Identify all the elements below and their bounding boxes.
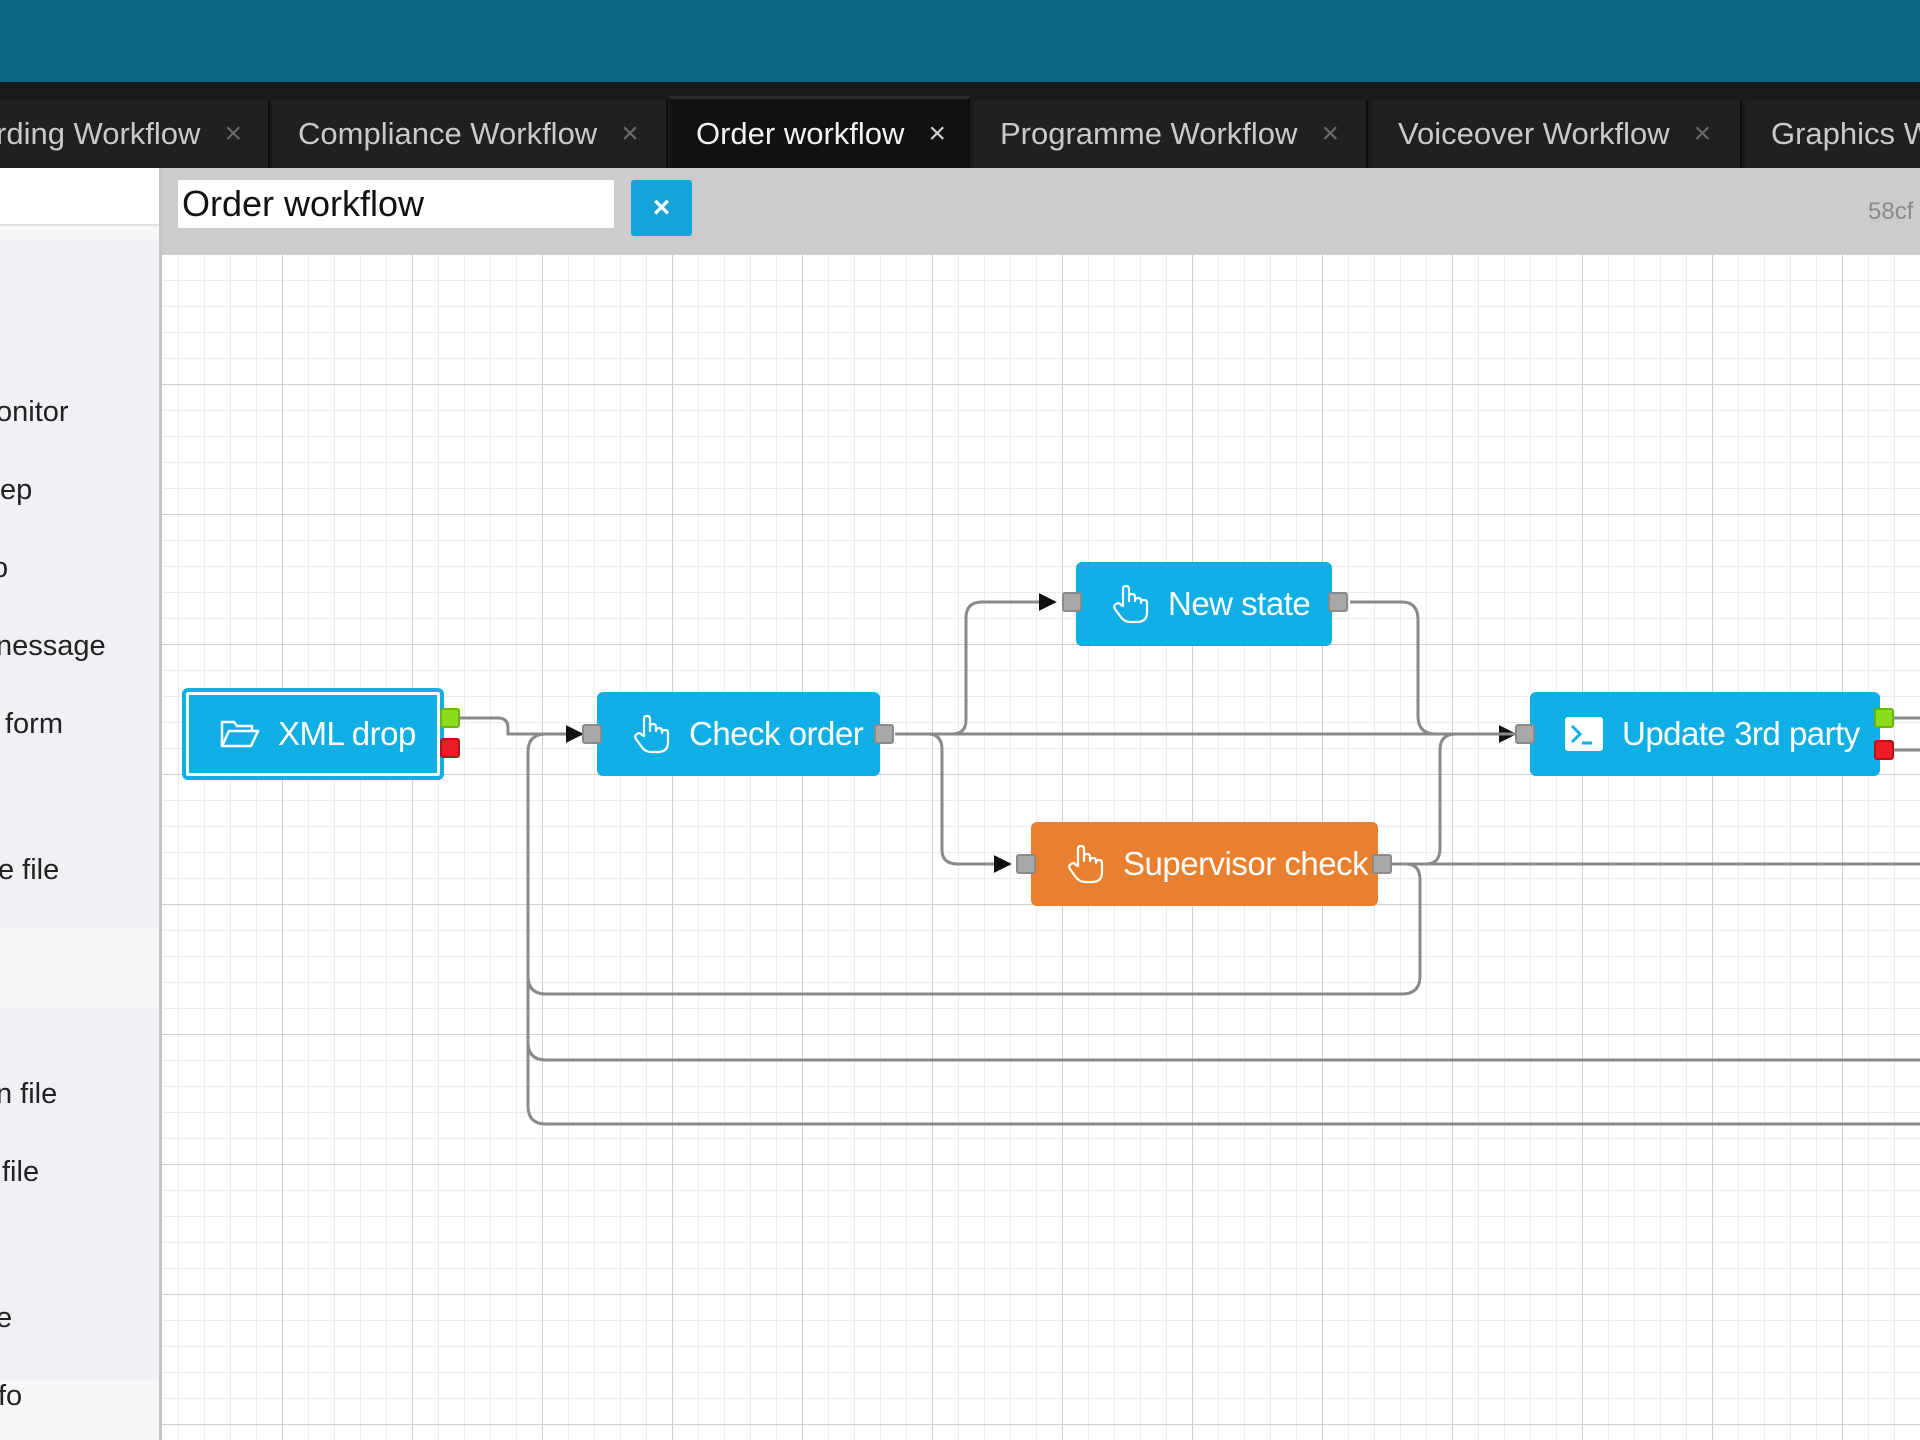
tab-graphics-workflow[interactable]: Graphics W xyxy=(1745,100,1920,168)
palette-group xyxy=(0,240,159,928)
hand-pointer-icon xyxy=(634,714,670,754)
app-header-bar xyxy=(0,0,1920,84)
node-supervisor-check[interactable]: Supervisor check xyxy=(1031,822,1378,906)
close-tab-icon[interactable]: × xyxy=(621,117,639,150)
hand-pointer-icon xyxy=(1068,844,1104,884)
palette-item[interactable]: e xyxy=(0,1302,159,1342)
node-palette-sidebar: tep onitor ep o nessage form e file n fi… xyxy=(0,168,162,1440)
input-port[interactable] xyxy=(1515,724,1535,744)
folder-open-icon xyxy=(220,720,260,748)
workflow-tab-bar: rding Workflow × Compliance Workflow × O… xyxy=(0,82,1920,168)
node-xml-drop[interactable]: XML drop xyxy=(182,688,444,780)
tab-label: Graphics W xyxy=(1771,116,1920,151)
tab-order-workflow[interactable]: Order workflow × xyxy=(670,96,970,168)
node-new-state[interactable]: New state xyxy=(1076,562,1332,646)
close-tab-icon[interactable]: × xyxy=(224,117,242,150)
hand-pointer-icon xyxy=(1113,584,1149,624)
tab-voiceover-workflow[interactable]: Voiceover Workflow × xyxy=(1372,100,1742,168)
close-icon: × xyxy=(652,191,671,224)
palette-item[interactable]: fo xyxy=(0,1380,23,1412)
input-port[interactable] xyxy=(1016,854,1036,874)
output-port[interactable] xyxy=(1328,592,1348,612)
palette-item[interactable]: onitor xyxy=(0,396,69,428)
error-output-port[interactable] xyxy=(1874,740,1894,760)
node-update-3rd-party[interactable]: Update 3rd party xyxy=(1530,692,1880,776)
palette-item[interactable]: e file xyxy=(0,854,60,886)
success-output-port[interactable] xyxy=(440,708,460,728)
input-port[interactable] xyxy=(1062,592,1082,612)
palette-item[interactable]: nessage xyxy=(0,630,106,662)
tab-programme-workflow[interactable]: Programme Workflow × xyxy=(974,100,1368,168)
palette-item[interactable]: form xyxy=(5,708,63,740)
tab-compliance-workflow[interactable]: Compliance Workflow × xyxy=(272,100,668,168)
node-label: XML drop xyxy=(278,715,416,752)
palette-item[interactable]: ep xyxy=(0,474,33,506)
node-label: New state xyxy=(1168,585,1311,622)
tab-recording-workflow[interactable]: rding Workflow × xyxy=(0,100,270,168)
node-label: Supervisor check xyxy=(1123,845,1369,882)
input-port[interactable] xyxy=(582,724,602,744)
output-port[interactable] xyxy=(1372,854,1392,874)
workflow-id: 58cf xyxy=(1868,198,1914,225)
tab-label: rding Workflow xyxy=(0,116,201,151)
close-tab-icon[interactable]: × xyxy=(1321,117,1339,150)
palette-item[interactable]: file xyxy=(2,1156,40,1188)
palette-item[interactable]: tep xyxy=(0,318,159,358)
palette-filter[interactable] xyxy=(0,168,159,226)
node-label: Check order xyxy=(689,715,864,752)
close-tab-icon[interactable]: × xyxy=(1693,117,1712,150)
node-check-order[interactable]: Check order xyxy=(597,692,880,776)
tab-label: Voiceover Workflow xyxy=(1398,116,1670,151)
terminal-icon xyxy=(1565,717,1603,751)
tab-label: Order workflow xyxy=(696,115,905,151)
tab-label: Compliance Workflow xyxy=(298,116,598,151)
close-tab-icon[interactable]: × xyxy=(928,116,946,150)
palette-item[interactable]: n file xyxy=(0,1078,58,1110)
clear-name-button[interactable]: × xyxy=(631,180,692,236)
success-output-port[interactable] xyxy=(1874,708,1894,728)
output-port[interactable] xyxy=(874,724,894,744)
tab-label: Programme Workflow xyxy=(1000,116,1298,151)
palette-group xyxy=(0,1008,159,1380)
palette-item[interactable]: o xyxy=(0,552,159,592)
error-output-port[interactable] xyxy=(440,738,460,758)
node-label: Update 3rd party xyxy=(1622,715,1860,752)
workflow-name-input[interactable] xyxy=(178,180,614,228)
